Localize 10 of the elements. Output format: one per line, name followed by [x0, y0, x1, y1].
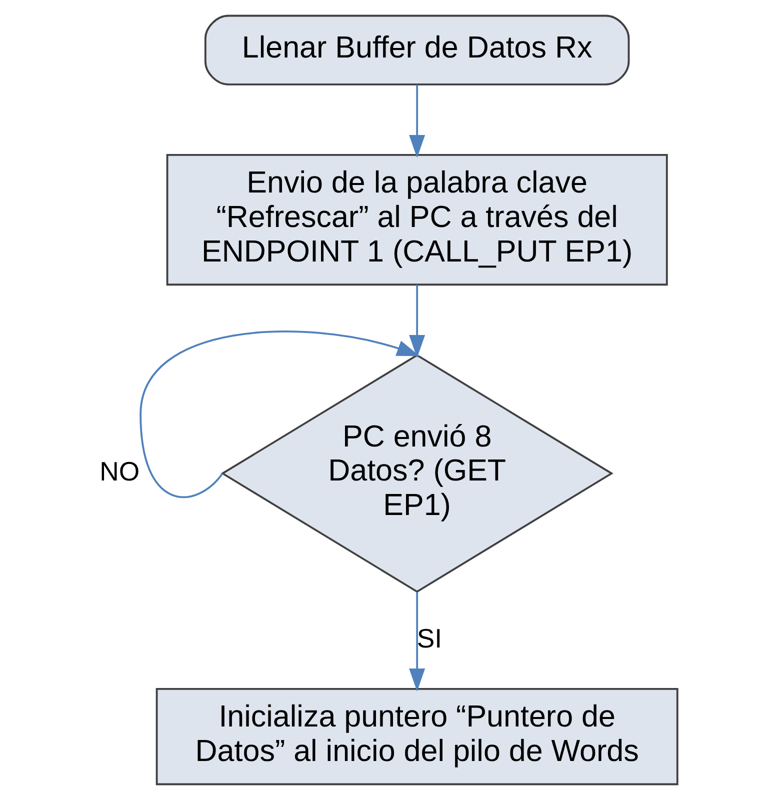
node-diamond: PC envió 8 Datos? (GET EP1) — [220, 354, 614, 593]
arrow — [409, 284, 426, 358]
node-box: Llenar Buffer de Datos Rx — [204, 14, 630, 86]
edge-label: SI — [416, 623, 442, 654]
node-box: Inicializa puntero “Puntero de Datos” al inicio del pilo de Words — [156, 688, 678, 786]
edge-label: NO — [100, 456, 140, 486]
node-box: Envio de la palabra clave “Refrescar” al PC a través del ENDPOINT 1 (CALL_PUT EP1) — [166, 154, 668, 286]
arrow — [409, 84, 426, 158]
arrow — [409, 592, 426, 692]
arrow — [140, 330, 420, 498]
